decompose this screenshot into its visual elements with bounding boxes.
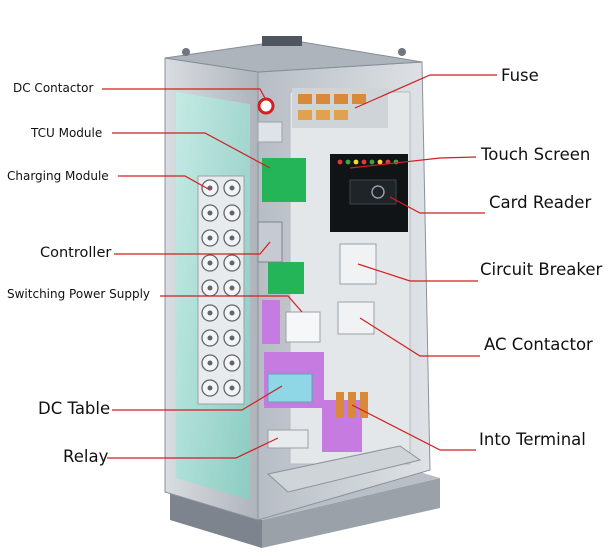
cabinet-base — [170, 493, 262, 548]
dc-contactor-part — [257, 97, 275, 115]
label-relay: Relay — [63, 447, 109, 466]
tcu-pcb — [262, 158, 306, 202]
fan-hub — [229, 335, 235, 341]
leader-lines — [102, 74, 497, 459]
fan-hub — [207, 310, 213, 316]
relay-block — [267, 429, 309, 449]
leader-touch-screen — [349, 156, 477, 169]
fan-hub — [207, 260, 213, 266]
switching-power-supply — [285, 311, 321, 343]
purple-panel — [262, 300, 280, 344]
label-ac-contactor: AC Contactor — [484, 335, 593, 354]
cabinet-base-front — [262, 478, 440, 548]
cabinet-roof — [164, 39, 423, 73]
fan-hub — [229, 210, 235, 216]
leader-circuit-breaker — [357, 263, 478, 282]
card-reader-icon — [371, 185, 385, 199]
fan-hub — [229, 260, 235, 266]
tcu-pcb-lower — [268, 262, 304, 294]
label-tcu-module: TCU Module — [31, 126, 103, 140]
fan-hub — [207, 285, 213, 291]
fan-hub — [229, 285, 235, 291]
lifting-eye — [398, 48, 406, 56]
fan-hub — [229, 235, 235, 241]
label-controller: Controller — [40, 245, 112, 261]
fan-hub — [229, 360, 235, 366]
bottom-tray — [266, 445, 422, 493]
roof-vent — [262, 36, 302, 46]
label-touch-screen: Touch Screen — [481, 145, 591, 164]
leader-ac-contactor — [359, 317, 480, 357]
dc-table-block — [267, 373, 313, 403]
label-switching-power-supply: Switching Power Supply — [7, 287, 151, 301]
leader-fuse — [354, 74, 497, 109]
leader-charging-module — [118, 175, 211, 191]
label-charging-module: Charging Module — [7, 169, 109, 183]
card-reader-face — [349, 179, 397, 205]
fan-hub — [207, 335, 213, 341]
lifting-eye — [182, 48, 190, 56]
controller-box — [257, 221, 283, 263]
fan-hub — [229, 185, 235, 191]
label-card-reader: Card Reader — [489, 193, 592, 212]
fan-hub — [207, 210, 213, 216]
label-dc-table: DC Table — [38, 399, 111, 418]
fan-hub — [229, 385, 235, 391]
charging-module-fans — [201, 179, 241, 397]
label-into-terminal: Into Terminal — [479, 430, 586, 449]
label-dc-contactor: DC Contactor — [13, 81, 94, 95]
label-circuit-breaker: Circuit Breaker — [480, 260, 603, 279]
fuse-blocks — [298, 94, 366, 120]
leader-controller — [114, 241, 271, 255]
ac-contactor — [337, 301, 375, 335]
leader-tcu-module — [112, 132, 271, 169]
leader-into-terminal — [351, 404, 476, 451]
fan-hub — [207, 360, 213, 366]
fan-hub — [207, 385, 213, 391]
fan-hub — [229, 310, 235, 316]
fan-hub — [207, 235, 213, 241]
leader-card-reader — [389, 196, 485, 214]
leader-dc-contactor — [102, 88, 267, 101]
dc-contactor-body — [257, 121, 283, 143]
leader-dc-table — [112, 385, 283, 411]
leader-switching-power-supply — [160, 295, 303, 313]
leader-relay — [107, 437, 279, 459]
label-fuse: Fuse — [501, 66, 539, 85]
